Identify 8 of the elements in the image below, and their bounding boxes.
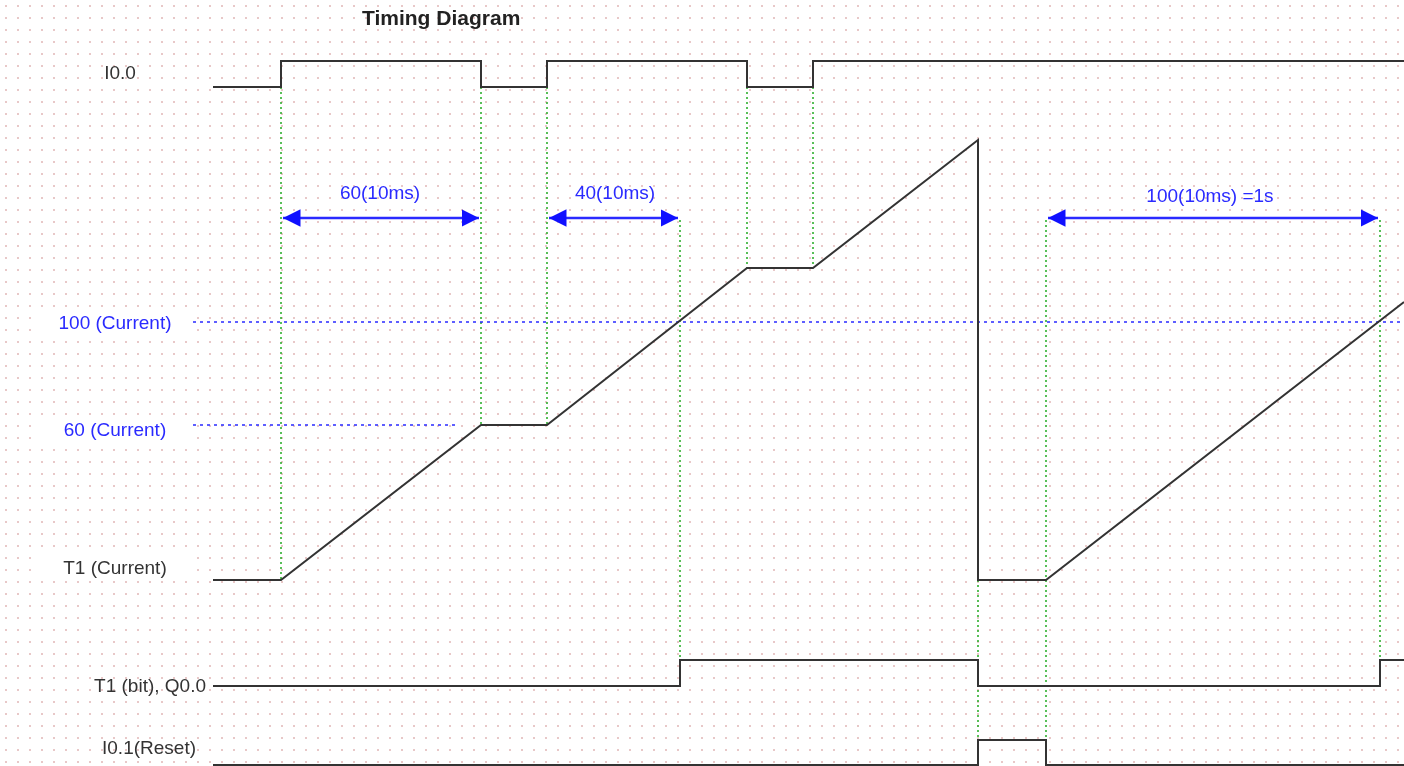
signal-label: I0.1(Reset) bbox=[101, 736, 196, 760]
dimension-label: 40(10ms) bbox=[573, 181, 657, 205]
dimension-label: 60(10ms) bbox=[338, 181, 422, 205]
signal-label: T1 (Current) bbox=[40, 555, 190, 581]
dimension-label: 100(10ms) =1s bbox=[1145, 184, 1275, 208]
signal-label: I0.0 bbox=[103, 61, 137, 85]
diagram-title: Timing Diagram bbox=[362, 6, 521, 30]
signal-label: T1 (bit), Q0.0 bbox=[93, 674, 206, 698]
